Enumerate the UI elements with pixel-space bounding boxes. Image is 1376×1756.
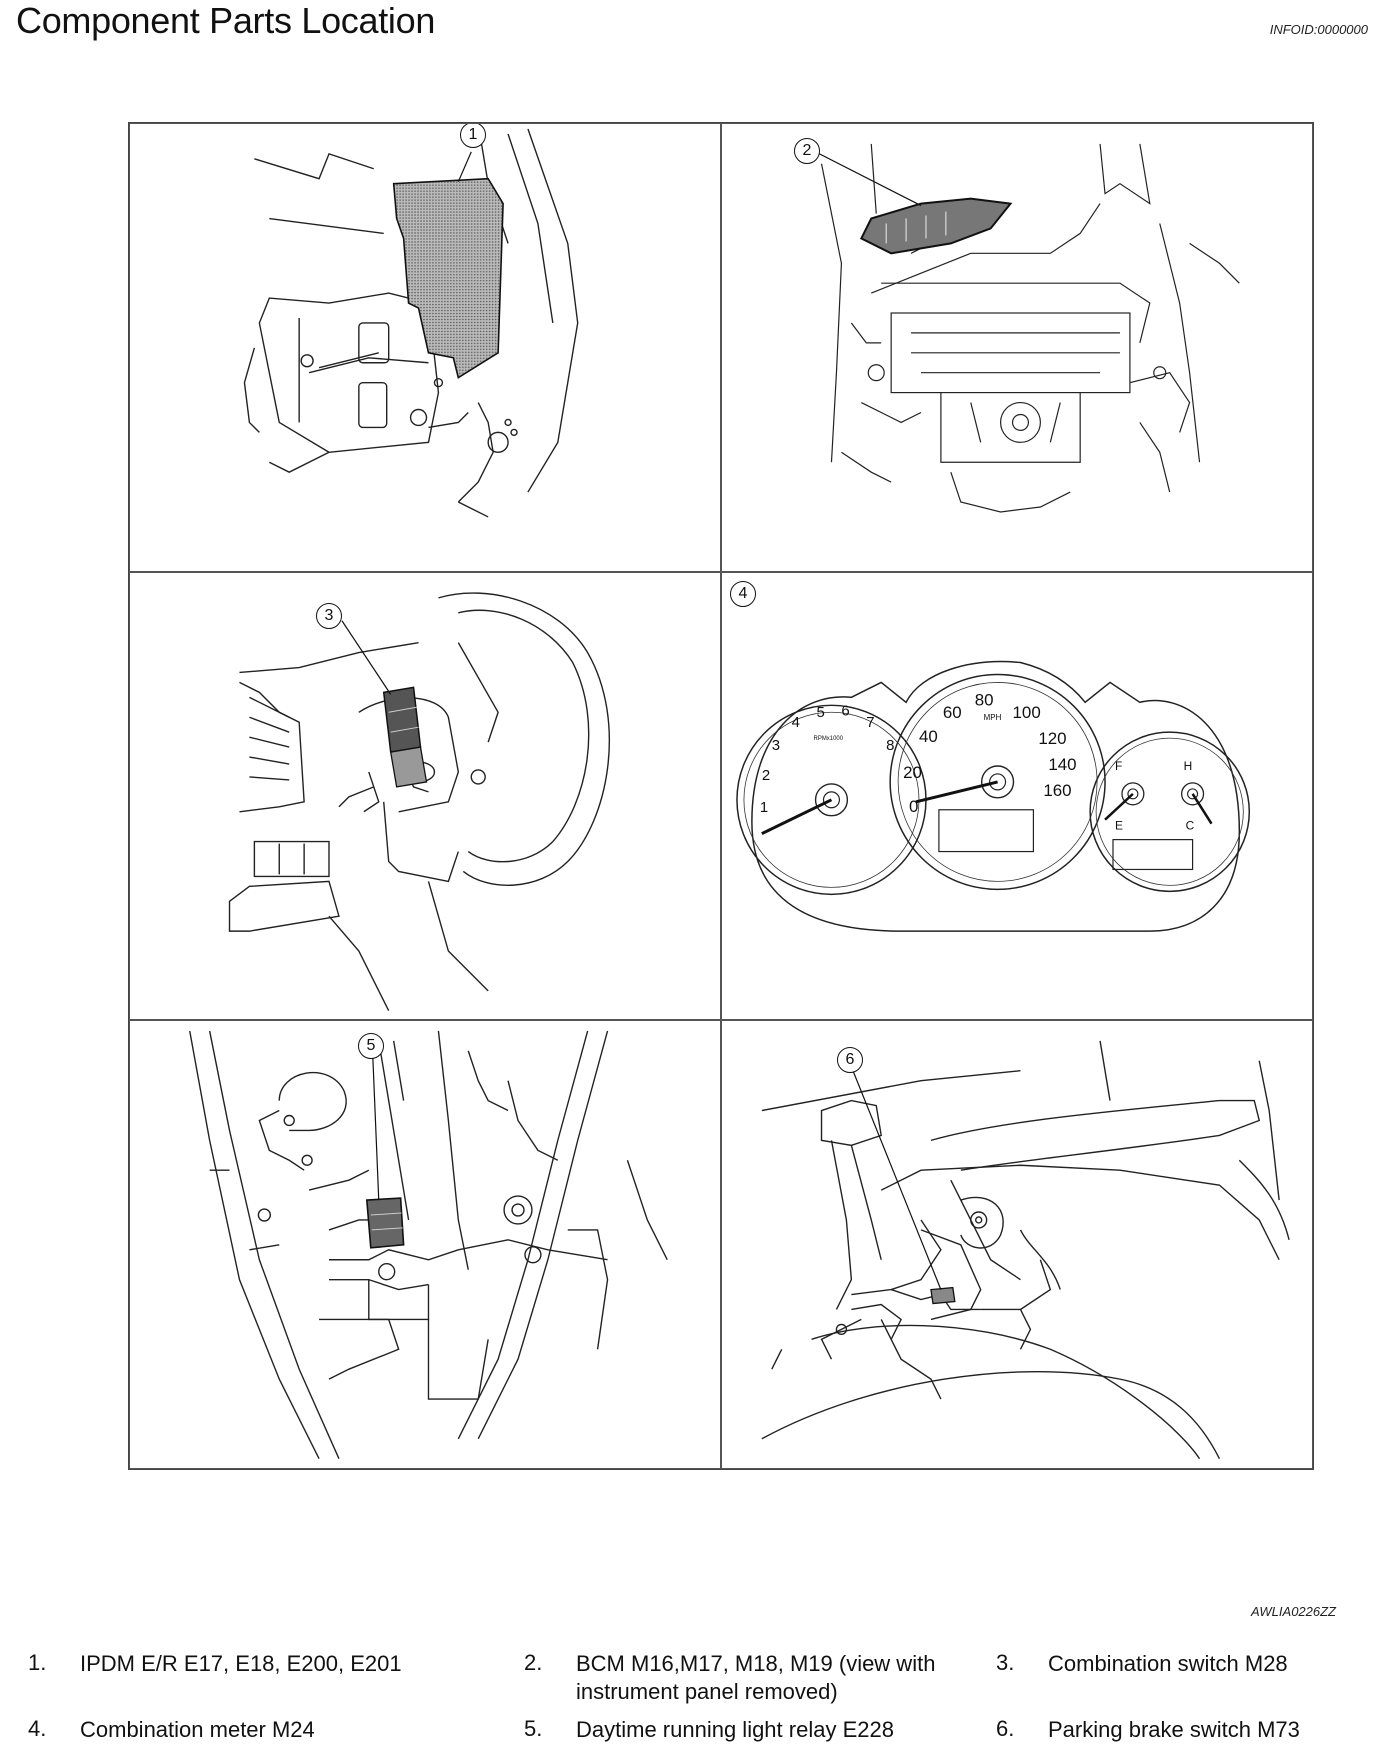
legend-num: 5.: [524, 1716, 543, 1741]
legend-text: IPDM E/R E17, E18, E200, E201: [80, 1651, 402, 1676]
fuel-temp-gauge: F E H C: [1089, 731, 1251, 892]
speedometer-gauge: 0 20 40 60 80 100 120 140 160 MPH: [889, 673, 1106, 890]
figure-grid: 1: [128, 122, 1314, 1470]
speed-140: 140: [1048, 755, 1076, 774]
speed-20: 20: [903, 763, 922, 782]
legend-text: Parking brake switch M73: [1048, 1717, 1300, 1742]
fuel-full: F: [1115, 759, 1122, 773]
ipdm-illustration: [243, 124, 579, 518]
tach-2: 2: [762, 767, 770, 784]
legend-text: BCM M16,M17, M18, M19 (view with: [576, 1651, 936, 1676]
legend-text: Daytime running light relay E228: [576, 1717, 894, 1742]
legend-num: 4.: [28, 1716, 47, 1741]
legend-num: 6.: [996, 1716, 1015, 1741]
speed-100: 100: [1013, 703, 1041, 722]
panel-combination-meter: 1 2 3 4 5 6 7 8 RPMx1000 0 20 40 60: [721, 571, 1313, 1021]
combination-meter-illustration: 1 2 3 4 5 6 7 8 RPMx1000 0 20 40 60: [736, 660, 1251, 932]
combination-switch-illustration: [228, 591, 611, 1011]
legend-text: Combination switch M28: [1048, 1651, 1288, 1676]
temp-cold: C: [1186, 818, 1195, 832]
speed-unit: MPH: [984, 713, 1002, 722]
fuel-empty: E: [1115, 818, 1123, 832]
drl-relay-illustration: [189, 1031, 668, 1460]
panel-bcm: 2: [721, 123, 1313, 572]
legend-text: Combination meter M24: [80, 1717, 315, 1742]
panel-combination-switch: 3: [129, 571, 721, 1021]
tach-3: 3: [772, 737, 780, 754]
speed-160: 160: [1043, 780, 1071, 799]
parking-brake-illustration: [761, 1041, 1290, 1460]
temp-hot: H: [1184, 759, 1193, 773]
panel-drl-relay: 5: [129, 1020, 721, 1469]
callout-3: 3: [316, 602, 342, 629]
legend-num: 2.: [524, 1650, 543, 1675]
callout-1: 1: [460, 123, 486, 148]
figure-code: AWLIA0226ZZ: [1250, 1604, 1336, 1619]
panel-ipdm: 1: [129, 123, 721, 572]
speed-120: 120: [1038, 729, 1066, 748]
speed-60: 60: [943, 703, 962, 722]
tach-6: 6: [841, 702, 849, 719]
legend-num: 3.: [996, 1650, 1015, 1675]
callout-4: 4: [730, 580, 756, 607]
legend-num: 1.: [28, 1650, 47, 1675]
speed-80: 80: [975, 690, 994, 709]
callout-6: 6: [837, 1047, 863, 1074]
bcm-illustration: [815, 143, 1240, 513]
tach-label: RPMx1000: [814, 736, 844, 742]
tach-1: 1: [760, 798, 768, 815]
page-title: Component Parts Location: [16, 0, 436, 41]
tachometer-gauge: 1 2 3 4 5 6 7 8 RPMx1000: [736, 702, 927, 895]
tach-7: 7: [866, 714, 874, 731]
tach-8: 8: [886, 737, 894, 754]
legend-text-line2: instrument panel removed): [576, 1679, 838, 1704]
panel-parking-brake-switch: 6: [721, 1020, 1313, 1469]
info-id: INFOID:0000000: [1269, 22, 1368, 37]
speed-40: 40: [919, 727, 938, 746]
callout-5: 5: [358, 1033, 384, 1060]
tach-4: 4: [792, 714, 800, 731]
callout-2: 2: [794, 138, 820, 164]
tach-5: 5: [817, 704, 825, 721]
speed-0: 0: [909, 796, 918, 815]
